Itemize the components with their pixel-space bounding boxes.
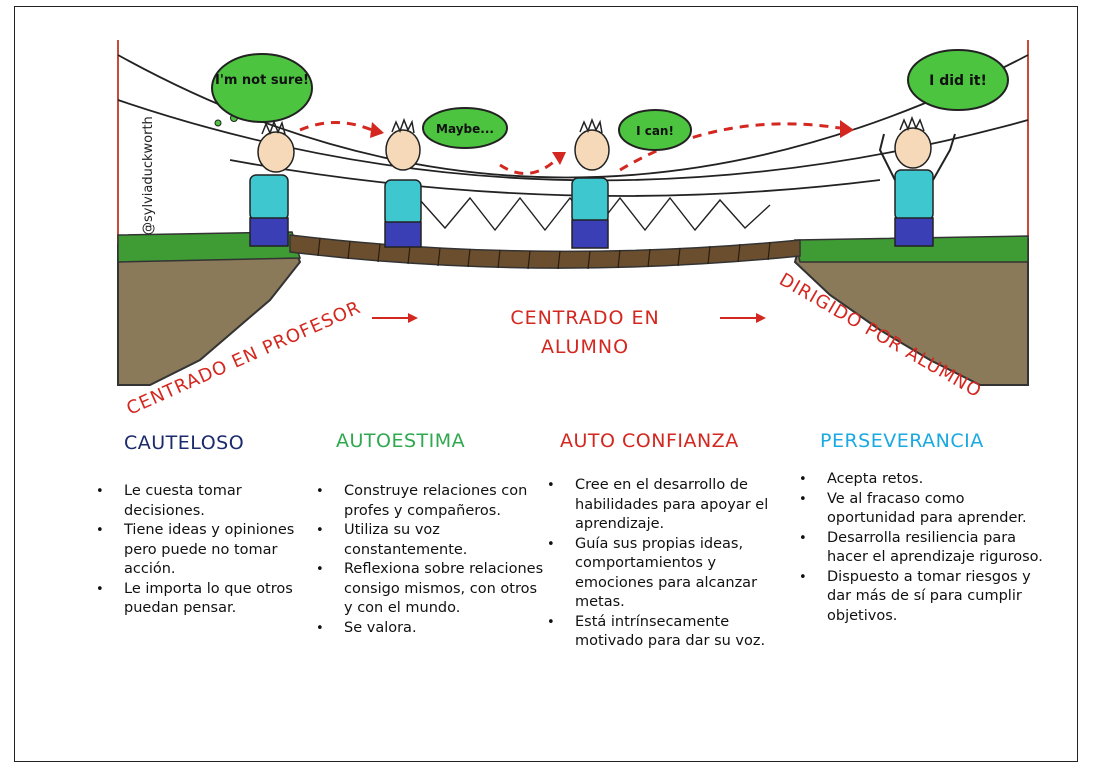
list-item: Reflexiona sobre relaciones consigo mism…	[312, 560, 544, 619]
list-item: Acepta retos.	[795, 470, 1045, 490]
list-item: Construye relaciones con profes y compañ…	[312, 482, 544, 521]
list-item: Cree en el desarrollo de habilidades par…	[543, 476, 783, 535]
bubble-i-can-text: I can!	[636, 124, 674, 138]
list-item: Se valora.	[312, 619, 544, 639]
list-item: Le importa lo que otros puedan pensar.	[92, 580, 302, 619]
stage-arrow-left-head	[408, 313, 418, 323]
list-perseverancia: Acepta retos. Ve al fracaso como oportun…	[795, 470, 1045, 626]
figure-unsure	[214, 103, 295, 247]
column-title-perseverancia: PERSEVERANCIA	[820, 430, 984, 452]
figure-maybe	[384, 117, 422, 248]
stage-label-middle-line1: CENTRADO EN	[510, 307, 659, 329]
bubble-maybe-text: Maybe...	[436, 122, 494, 136]
list-item: Utiliza su voz constantemente.	[312, 521, 544, 560]
bubble-did-it: I did it!	[907, 49, 1009, 111]
list-item: Desarrolla resiliencia para hacer el apr…	[795, 529, 1045, 568]
list-item: Está intrínsecamente motivado para dar s…	[543, 613, 783, 652]
bridge-handrail	[229, 159, 881, 197]
list-item: Ve al fracaso como oportunidad para apre…	[795, 490, 1045, 529]
page-frame	[14, 6, 1078, 762]
bridge-deck	[289, 234, 801, 269]
progress-arrow-3	[619, 122, 841, 172]
stage-label-middle-line2: ALUMNO	[541, 336, 629, 358]
progress-arrow-2-head	[552, 152, 566, 165]
bubble-unsure-text: I'm not sure!	[215, 73, 309, 88]
right-cliff	[793, 238, 1029, 386]
bridge-planks	[317, 237, 771, 270]
progress-arrow-2	[499, 156, 560, 175]
list-item: Guía sus propias ideas, comportamientos …	[543, 535, 783, 613]
progress-arrow-1-head	[370, 122, 384, 138]
column-title-cauteloso: CAUTELOSO	[124, 432, 245, 454]
bridge-rope-middle	[117, 99, 1029, 182]
list-item: Dispuesto a tomar riesgos y dar más de s…	[795, 568, 1045, 627]
bubble-maybe: Maybe...	[422, 107, 508, 149]
list-cauteloso: Le cuesta tomar decisiones. Tiene ideas …	[92, 482, 302, 619]
column-title-auto-confianza: AUTO CONFIANZA	[560, 430, 739, 452]
figure-i-can	[571, 117, 610, 249]
artist-signature: @sylviaduckworth	[141, 116, 156, 235]
column-title-autoestima: AUTOESTIMA	[336, 430, 466, 452]
figure-did-it	[878, 115, 956, 247]
list-item: Tiene ideas y opiniones pero puede no to…	[92, 521, 302, 580]
list-item: Le cuesta tomar decisiones.	[92, 482, 302, 521]
progress-arrow-3-head	[840, 120, 854, 138]
bubble-did-it-text: I did it!	[929, 73, 987, 89]
bubble-i-can: I can!	[618, 109, 692, 151]
list-autoestima: Construye relaciones con profes y compañ…	[312, 482, 544, 638]
bubble-unsure: I'm not sure!	[211, 53, 313, 123]
list-auto-confianza: Cree en el desarrollo de habilidades par…	[543, 476, 783, 652]
progress-arrow-1	[299, 121, 373, 132]
stage-arrow-right-head	[756, 313, 766, 323]
